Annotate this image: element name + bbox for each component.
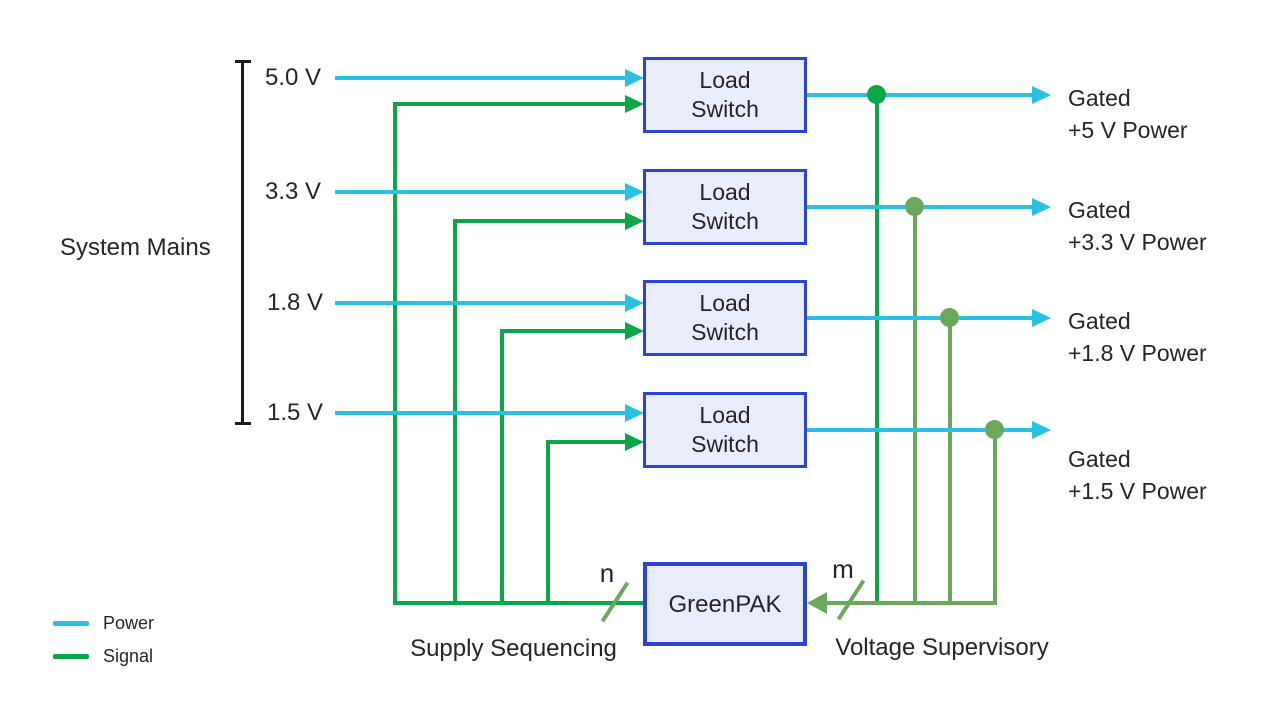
load-switch-label: Switch — [691, 431, 759, 457]
supply-sequencing-caption: Supply Sequencing — [410, 635, 617, 662]
power-input-line-1v5 — [335, 411, 625, 415]
supervisory-bus-line — [825, 601, 997, 605]
rail-label-3v3: 3.3 V — [265, 178, 322, 205]
sequencing-bus-line — [393, 601, 643, 605]
load-switch-label: Switch — [691, 96, 759, 122]
rail-label-1v8: 1.8 V — [267, 289, 324, 316]
power-output-arrow-icon — [1032, 421, 1051, 439]
bus-width-label-n: n — [599, 558, 615, 588]
supervisory-bus-arrow-icon — [807, 592, 827, 614]
power-output-arrow-icon — [1032, 198, 1051, 216]
load-switch-block-5v: Load Switch — [643, 57, 807, 133]
supervisory-tap-vline-3v3 — [913, 207, 917, 605]
signal-enable-vline-5v — [393, 102, 397, 605]
supervisory-tap-vline-5v — [875, 95, 879, 605]
signal-enable-hline-5v — [393, 102, 625, 106]
load-switch-label: Load — [699, 290, 751, 316]
power-input-arrow-icon — [625, 404, 644, 422]
signal-enable-vline-1v5 — [546, 440, 550, 605]
signal-enable-arrow-icon — [625, 212, 644, 230]
bus-width-label-m: m — [832, 554, 854, 584]
power-output-arrow-icon — [1032, 309, 1051, 327]
system-mains-label: System Mains — [60, 234, 211, 261]
load-switch-label: Load — [699, 402, 751, 428]
supervisory-tap-dot-3v3 — [905, 197, 924, 216]
gated-output-line2: +1.5 V Power — [1068, 478, 1207, 504]
signal-enable-vline-1v8 — [500, 329, 504, 605]
gated-output-line2: +3.3 V Power — [1068, 229, 1207, 255]
load-switch-label: Switch — [691, 208, 759, 234]
power-output-line-5v — [807, 93, 1032, 97]
load-switch-block-1v8: Load Switch — [643, 280, 807, 356]
gated-output-line1: Gated — [1068, 308, 1131, 334]
legend-signal-swatch — [53, 654, 89, 659]
gated-output-label-3v3: Gated +3.3 V Power — [1068, 194, 1207, 258]
power-input-line-1v8 — [335, 301, 625, 305]
power-output-line-1v5 — [807, 428, 1032, 432]
load-switch-label: Load — [699, 179, 751, 205]
signal-enable-arrow-icon — [625, 433, 644, 451]
power-input-arrow-icon — [625, 69, 644, 87]
gated-output-line1: Gated — [1068, 446, 1131, 472]
mains-bracket-tick-bottom — [235, 422, 251, 425]
load-switch-block-3v3: Load Switch — [643, 169, 807, 245]
load-switch-label: Load — [699, 67, 751, 93]
legend-power-swatch — [53, 621, 89, 626]
greenpak-block: GreenPAK — [643, 562, 807, 646]
rail-label-5v: 5.0 V — [265, 64, 322, 91]
signal-enable-arrow-icon — [625, 95, 644, 113]
gated-output-label-5v: Gated +5 V Power — [1068, 82, 1188, 146]
supervisory-tap-dot-5v — [867, 85, 886, 104]
power-input-arrow-icon — [625, 294, 644, 312]
voltage-supervisory-caption: Voltage Supervisory — [835, 634, 1049, 661]
supervisory-tap-dot-1v8 — [940, 308, 959, 327]
supervisory-tap-vline-1v8 — [948, 318, 952, 605]
signal-enable-arrow-icon — [625, 322, 644, 340]
power-output-line-1v8 — [807, 316, 1032, 320]
mains-bracket — [241, 60, 244, 425]
gated-output-line1: Gated — [1068, 85, 1131, 111]
greenpak-label: GreenPAK — [668, 590, 782, 618]
supervisory-tap-vline-1v5 — [993, 430, 997, 605]
legend-power-label: Power — [103, 613, 155, 633]
gated-output-label-1v8: Gated +1.8 V Power — [1068, 305, 1207, 369]
load-switch-block-1v5: Load Switch — [643, 392, 807, 468]
gated-output-line1: Gated — [1068, 197, 1131, 223]
legend-signal-label: Signal — [103, 646, 154, 666]
bus-width-slash-m — [836, 579, 866, 621]
supervisory-tap-dot-1v5 — [985, 420, 1004, 439]
signal-enable-hline-1v5 — [546, 440, 625, 444]
gated-output-line2: +1.8 V Power — [1068, 340, 1207, 366]
power-input-line-5v — [335, 76, 625, 80]
power-input-arrow-icon — [625, 183, 644, 201]
gated-output-label-1v5: Gated +1.5 V Power — [1068, 443, 1207, 507]
load-switch-label: Switch — [691, 319, 759, 345]
power-input-line-3v3 — [335, 190, 625, 194]
signal-enable-hline-3v3 — [453, 219, 625, 223]
rail-label-1v5: 1.5 V — [267, 399, 324, 426]
signal-enable-hline-1v8 — [500, 329, 625, 333]
power-output-arrow-icon — [1032, 86, 1051, 104]
gated-output-line2: +5 V Power — [1068, 117, 1188, 143]
